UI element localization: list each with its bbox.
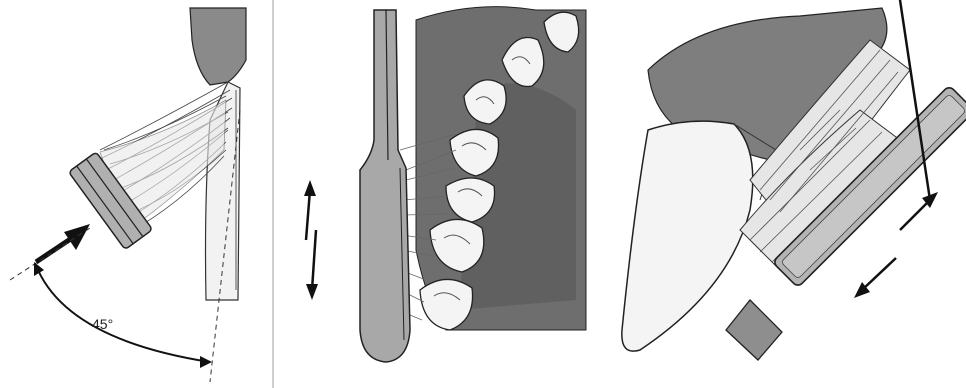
- canine-tooth: [622, 121, 753, 351]
- brush-axis-line: [10, 228, 90, 280]
- angle-diagram: [0, 0, 270, 388]
- push-arrow-icon: [36, 224, 90, 262]
- lower-teeth-panel: [276, 0, 596, 388]
- double-arrow-icon: [306, 190, 316, 290]
- angle-label: 45°: [92, 316, 113, 332]
- panel-divider: [272, 0, 274, 388]
- lower-teeth-diagram: [276, 0, 596, 388]
- brush-handle: [726, 300, 782, 360]
- angle-panel: 45°: [0, 0, 270, 388]
- angle-arc: [38, 270, 210, 362]
- brush-handle: [360, 10, 410, 362]
- canine-panel: [600, 0, 966, 388]
- gum-shape: [190, 8, 246, 85]
- canine-diagram: [600, 0, 966, 388]
